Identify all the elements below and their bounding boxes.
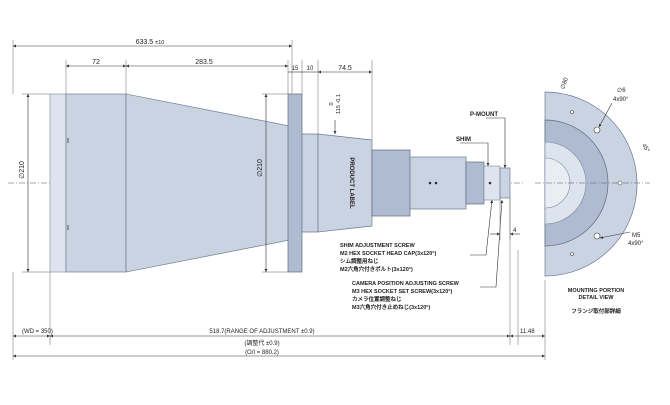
mount-hole (593, 126, 601, 134)
x4-90-a-text: 4x90° (613, 97, 629, 103)
screw-dot (488, 181, 492, 185)
cam-screw-line-2: M3 HEX SOCKET SET SCREW(3x120°) (352, 289, 452, 295)
mount-hole (617, 180, 623, 186)
diameter-dimensions: ∅210 ∅210 (19, 93, 288, 273)
dim-72: 72 (92, 59, 100, 66)
mount-hole (593, 232, 601, 240)
step-cylinder-2 (409, 156, 467, 210)
shim-screw-line-1: SHIM ADJUSTMENT SCREW (340, 243, 415, 249)
p-mount-ring (499, 167, 511, 199)
dia-6-text: ∅6 (617, 87, 626, 94)
shim-screw-line-4: M2六角穴付きボルト(3x120°) (340, 265, 413, 273)
step-cylinder-1 (371, 149, 411, 217)
cam-screw-line-3: カメラ位置調整ねじ (352, 295, 402, 303)
detail-label-2: DETAIL VIEW (579, 295, 615, 301)
p-mount-label: P-MOUNT (470, 112, 498, 118)
dim-115-a: 0 (329, 102, 335, 105)
overall-length-text: 633.5 ±10 (136, 39, 165, 46)
mount-flange (287, 93, 303, 273)
dia-210-mid: ∅210 (257, 159, 264, 177)
rear-taper (317, 133, 373, 233)
cam-screw-line-1: CAMERA POSITION ADJUSTING SCREW (352, 281, 460, 287)
shim-label: SHIM (456, 137, 471, 143)
dim-11-48: 11.48 (520, 329, 535, 335)
m5-text: M5 (632, 233, 641, 239)
range-text: 518.7(RANGE OF ADJUSTMENT ±0.9) (209, 329, 314, 335)
dia-210-left: ∅210 (19, 161, 26, 179)
top-dimensions: 633.5 ±10 72 283.5 15 10 74.5 0 115 -0.1 (12, 39, 373, 140)
dim-115-b: 115 -0.1 (336, 94, 342, 114)
callouts: P-MOUNT SHIM SHIM ADJUSTMENT SCREW M2 HE… (340, 112, 520, 311)
step-cylinder-3 (465, 161, 485, 205)
mounting-detail-view: ∅80 ∅6 4x90° 45° M5 4x90° MOUNTING PORTI… (535, 76, 650, 315)
deg-45-text: 45° (640, 143, 650, 154)
dim-10: 10 (307, 66, 314, 72)
shim-screw-line-2: M2 HEX SOCKET HEAD CAP(3x120°) (340, 251, 437, 257)
dim-4: 4 (513, 228, 517, 234)
detail-label-3: フランジ取付部詳細 (571, 307, 621, 315)
oi-text: (O/I = 880.2) (245, 350, 279, 356)
cone-section (125, 93, 301, 273)
front-ring (49, 93, 67, 273)
dim-74-5: 74.5 (338, 65, 352, 72)
front-cylinder (65, 93, 127, 273)
cam-screw-line-4: M3六角穴付き止めねじ(3x120°) (352, 303, 430, 311)
wd-text: (WD = 350) (22, 329, 53, 335)
lens-body (49, 93, 511, 273)
x4-90-b-text: 4x90° (628, 241, 644, 247)
detail-label-1: MOUNTING PORTION (568, 288, 625, 294)
dim-15: 15 (292, 66, 299, 72)
shim-screw-line-3: シム調整用ねじ (340, 257, 379, 265)
range-jp-text: (調整代 ±0.9) (244, 339, 279, 347)
dia-80-text: ∅80 (559, 76, 570, 90)
bottom-dimensions: (WD = 350) 518.7(RANGE OF ADJUSTMENT ±0.… (12, 198, 546, 360)
shim-ring (483, 165, 501, 201)
rear-collar (301, 133, 319, 233)
product-label-text: PRODUCT LABEL (348, 157, 354, 209)
dim-283: 283.5 (195, 59, 213, 66)
screw-dot (428, 181, 432, 185)
screw-dot (434, 181, 438, 185)
